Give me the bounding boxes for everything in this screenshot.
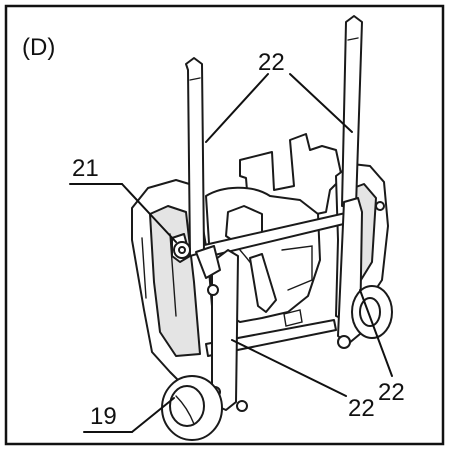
- housing-detail: [281, 245, 313, 291]
- leader-22-lower: [231, 339, 347, 397]
- callout-19: 19: [90, 403, 117, 430]
- wheel-right: [351, 285, 393, 339]
- leader-lines: [69, 73, 393, 433]
- leader-22-right: [359, 289, 393, 377]
- saw-stand-illustration: [131, 15, 393, 441]
- leader-21: [121, 183, 177, 243]
- leader-22-upper-left: [205, 73, 269, 143]
- callout-22-upper: 22: [258, 49, 285, 76]
- rod-left-clamp: [195, 245, 221, 279]
- rod-right-tall: [341, 15, 363, 207]
- left-frame-rib: [141, 237, 147, 299]
- rod-left-tall: [185, 57, 205, 257]
- base-block: [283, 309, 303, 327]
- leader-22-upper-right: [289, 73, 353, 133]
- knob-21: [171, 233, 191, 263]
- wheel-19: [161, 375, 223, 441]
- blade-guard: [249, 253, 277, 313]
- rod-left-front: [211, 249, 239, 411]
- leader-19: [131, 397, 175, 433]
- callout-22-lower: 22: [348, 395, 375, 422]
- cross-bar-lower: [205, 319, 337, 357]
- callout-22-right: 22: [378, 379, 405, 406]
- callout-21: 21: [72, 155, 99, 182]
- figure-label: (D): [22, 34, 55, 61]
